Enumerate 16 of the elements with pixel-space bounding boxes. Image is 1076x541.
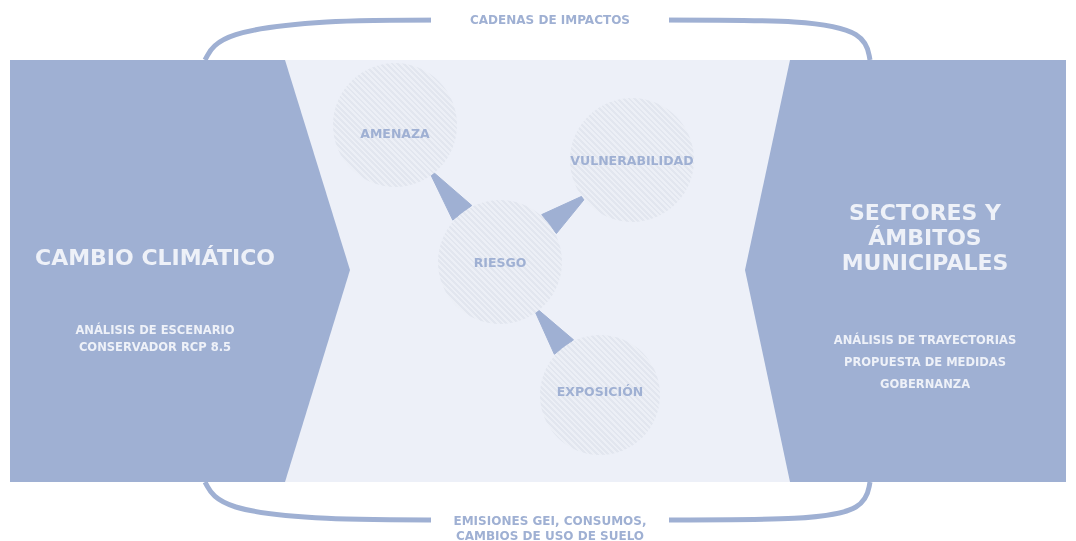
panel-title: CAMBIO CLIMÁTICO xyxy=(34,245,276,270)
chevron-panel xyxy=(745,60,1066,482)
tapered-connector xyxy=(430,172,473,221)
chevron-panel xyxy=(10,60,350,482)
list-item: GOBERNANZA xyxy=(878,376,972,393)
list-item: PROPUESTA DE MEDIDAS xyxy=(842,354,1008,371)
edge-label: EMISIONES GEI, CONSUMOS, CAMBIOS DE USO DE SUELO xyxy=(431,514,669,541)
tapered-connector xyxy=(541,195,585,235)
list-item: ANÁLISIS DE TRAYECTORIAS xyxy=(832,332,1018,349)
panel-title: SECTORES Y ÁMBITOS MUNICIPALES xyxy=(840,200,1010,275)
panel-subtitle: ANÁLISIS DE ESCENARIO CONSERVADOR RCP 8.5 xyxy=(74,322,236,356)
node-label: RIESGO xyxy=(473,254,527,270)
node-label: VULNERABILIDAD xyxy=(570,152,694,168)
node-label: EXPOSICIÓN xyxy=(556,383,644,399)
tapered-connector xyxy=(535,309,575,355)
node-label: AMENAZA xyxy=(360,125,430,141)
